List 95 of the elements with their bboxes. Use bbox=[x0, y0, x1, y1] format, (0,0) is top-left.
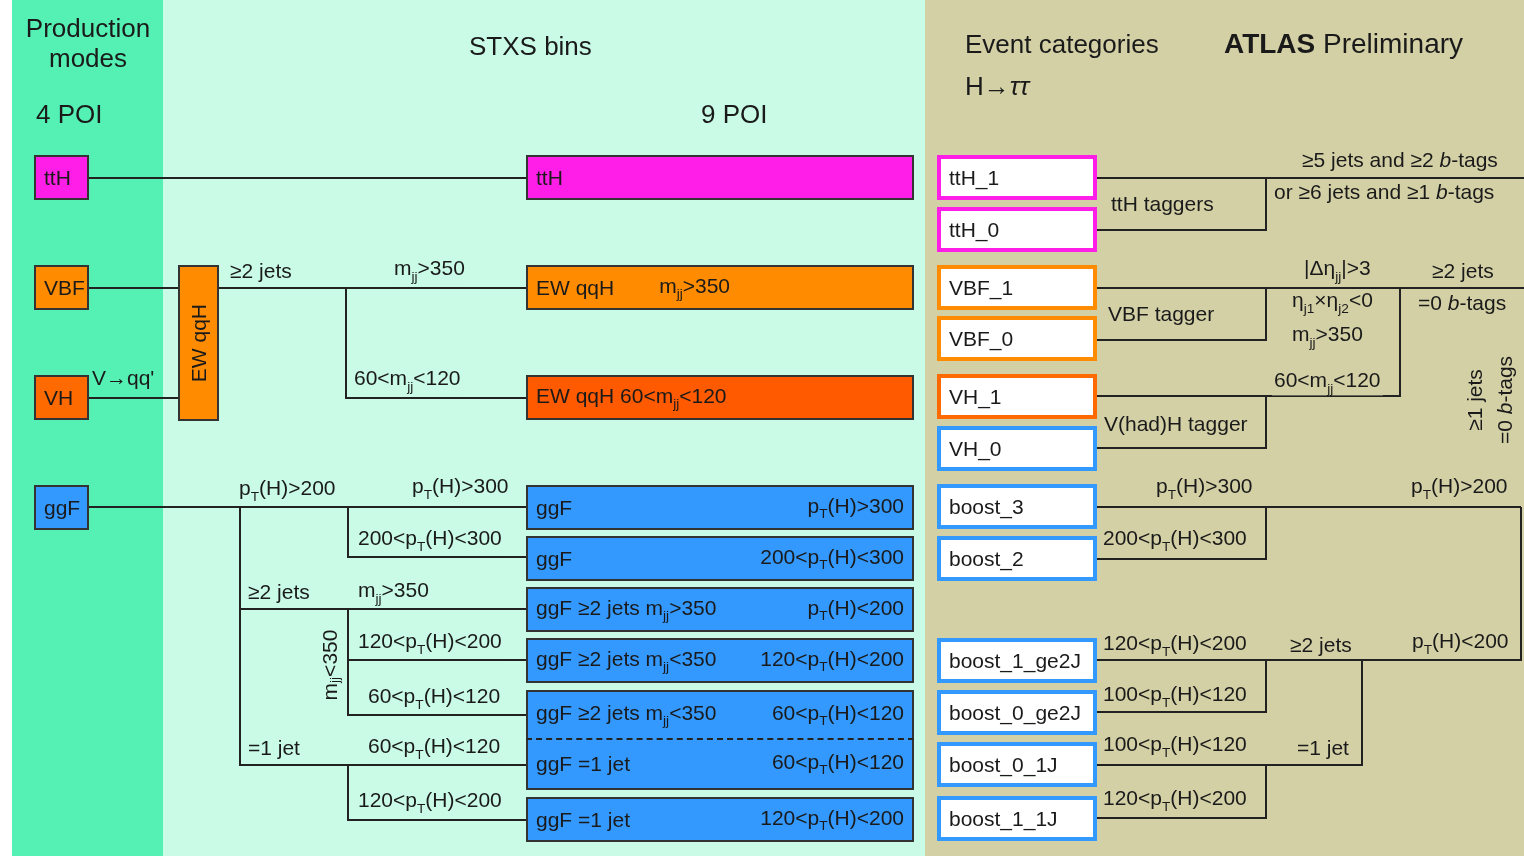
condition-label: p$_{T}$(H)>200 bbox=[238, 476, 337, 504]
column-heading: Event categories bbox=[965, 30, 1159, 60]
condition-label: =1 jet bbox=[247, 736, 301, 760]
condition-label: ≥2 jets bbox=[1289, 633, 1353, 657]
condition-label: ≥1 jets bbox=[1463, 368, 1487, 433]
box-label: EW qqH bbox=[536, 275, 615, 300]
condition-label: p$_{T}$(H)<200 bbox=[1411, 629, 1510, 657]
category-box bbox=[937, 316, 1097, 361]
column-band bbox=[925, 0, 1524, 856]
column-heading: STXS bins bbox=[469, 32, 592, 62]
box-label: boost_3 bbox=[949, 494, 1024, 519]
column-heading: 9 POI bbox=[701, 100, 768, 130]
box-label: VH_1 bbox=[949, 384, 1002, 409]
box-label: ggF bbox=[44, 495, 81, 520]
box-label: boost_0_1J bbox=[949, 752, 1058, 777]
box-label: 120<p$_{T}$(H)<200 bbox=[760, 805, 904, 834]
bin-box bbox=[526, 536, 914, 581]
bin-box bbox=[34, 375, 89, 420]
box-label: ttH bbox=[44, 165, 71, 190]
box-label: m$_{jj}$>350 bbox=[659, 273, 731, 302]
condition-label: m$_{jj}$>350 bbox=[1291, 322, 1364, 350]
box-label: 60<p$_{T}$(H)<120 bbox=[771, 750, 904, 778]
bin-box bbox=[526, 375, 914, 420]
box-label: ggF bbox=[536, 546, 573, 571]
condition-label: p$_{T}$(H)>200 bbox=[1410, 474, 1509, 502]
column-heading: H→ττ bbox=[965, 72, 1030, 102]
category-box bbox=[937, 426, 1097, 471]
bin-box bbox=[526, 690, 914, 740]
condition-label: =0 b-tags bbox=[1493, 354, 1517, 447]
box-label: EW qqH 60<m$_{jj}$<120 bbox=[536, 383, 727, 412]
bin-box bbox=[526, 797, 914, 842]
box-label: boost_1_ge2J bbox=[949, 648, 1081, 673]
box-label: ggF ≥2 jets m$_{jj}$>350 bbox=[536, 595, 717, 624]
box-label: p$_{T}$(H)>300 bbox=[807, 493, 904, 522]
box-label: EW qqH bbox=[186, 303, 211, 383]
box-label: 120<p$_{T}$(H)<200 bbox=[760, 646, 904, 675]
condition-label: V(had)H tagger bbox=[1103, 412, 1249, 436]
bin-box bbox=[526, 587, 914, 632]
bin-box bbox=[526, 155, 914, 200]
box-label: ggF =1 jet bbox=[536, 752, 630, 776]
bin-box bbox=[34, 485, 89, 530]
bin-box bbox=[178, 265, 219, 421]
category-box bbox=[937, 690, 1097, 735]
category-box bbox=[937, 484, 1097, 529]
condition-label: ≥2 jets bbox=[229, 259, 293, 283]
condition-label: =0 b-tags bbox=[1417, 291, 1508, 315]
condition-label: ≥5 jets and ≥2 b-tags bbox=[1301, 148, 1499, 172]
condition-label: ≥2 jets bbox=[247, 580, 311, 604]
box-label: ttH bbox=[536, 165, 563, 190]
box-label: 60<p$_{T}$(H)<120 bbox=[771, 701, 904, 729]
category-box bbox=[937, 155, 1097, 200]
bin-box bbox=[526, 740, 914, 790]
connector-line bbox=[88, 397, 179, 399]
box-label: ggF ≥2 jets m$_{jj}$<350 bbox=[536, 701, 717, 729]
category-box bbox=[937, 536, 1097, 581]
box-label: VH_0 bbox=[949, 436, 1002, 461]
condition-label: ≥2 jets bbox=[1431, 259, 1495, 283]
condition-label: η$_{j1}$×η$_{j2}$<0 bbox=[1291, 288, 1374, 316]
category-box bbox=[937, 742, 1097, 787]
box-label: VBF_1 bbox=[949, 275, 1014, 300]
box-label: ttH_1 bbox=[949, 165, 1000, 190]
condition-label: VBF tagger bbox=[1107, 302, 1216, 326]
column-band bbox=[12, 0, 163, 856]
box-label: 200<p$_{T}$(H)<300 bbox=[760, 544, 904, 573]
bin-box bbox=[526, 638, 914, 683]
column-band bbox=[163, 0, 925, 856]
condition-label: or ≥6 jets and ≥1 b-tags bbox=[1273, 180, 1496, 204]
connector-line bbox=[88, 287, 179, 289]
bin-box bbox=[526, 485, 914, 530]
box-label: ttH_0 bbox=[949, 217, 1000, 242]
box-label: boost_1_1J bbox=[949, 806, 1058, 831]
category-box bbox=[937, 265, 1097, 310]
box-label: ggF bbox=[536, 495, 573, 520]
category-box bbox=[937, 638, 1097, 683]
box-label: ggF ≥2 jets m$_{jj}$<350 bbox=[536, 646, 717, 675]
condition-label: |Δη$_{jj}$|>3 bbox=[1303, 256, 1372, 284]
condition-label: ttH taggers bbox=[1110, 192, 1215, 216]
condition-label: =1 jet bbox=[1296, 736, 1350, 760]
box-label: ggF =1 jet bbox=[536, 807, 630, 832]
box-label: p$_{T}$(H)<200 bbox=[807, 595, 904, 624]
column-heading: 4 POI bbox=[36, 100, 103, 130]
column-heading: Production modes bbox=[24, 14, 152, 74]
box-label: boost_0_ge2J bbox=[949, 700, 1081, 725]
category-box bbox=[937, 374, 1097, 419]
bin-box bbox=[34, 155, 89, 200]
box-label: VBF_0 bbox=[949, 326, 1014, 351]
bin-box bbox=[526, 265, 914, 310]
box-label: VH bbox=[44, 385, 74, 410]
box-label: VBF bbox=[44, 275, 85, 300]
bin-box bbox=[34, 265, 89, 310]
box-label: boost_2 bbox=[949, 546, 1024, 571]
category-box bbox=[937, 207, 1097, 252]
connector-line bbox=[88, 177, 527, 179]
title-text: ATLAS Preliminary bbox=[1223, 28, 1465, 60]
category-box bbox=[937, 796, 1097, 841]
